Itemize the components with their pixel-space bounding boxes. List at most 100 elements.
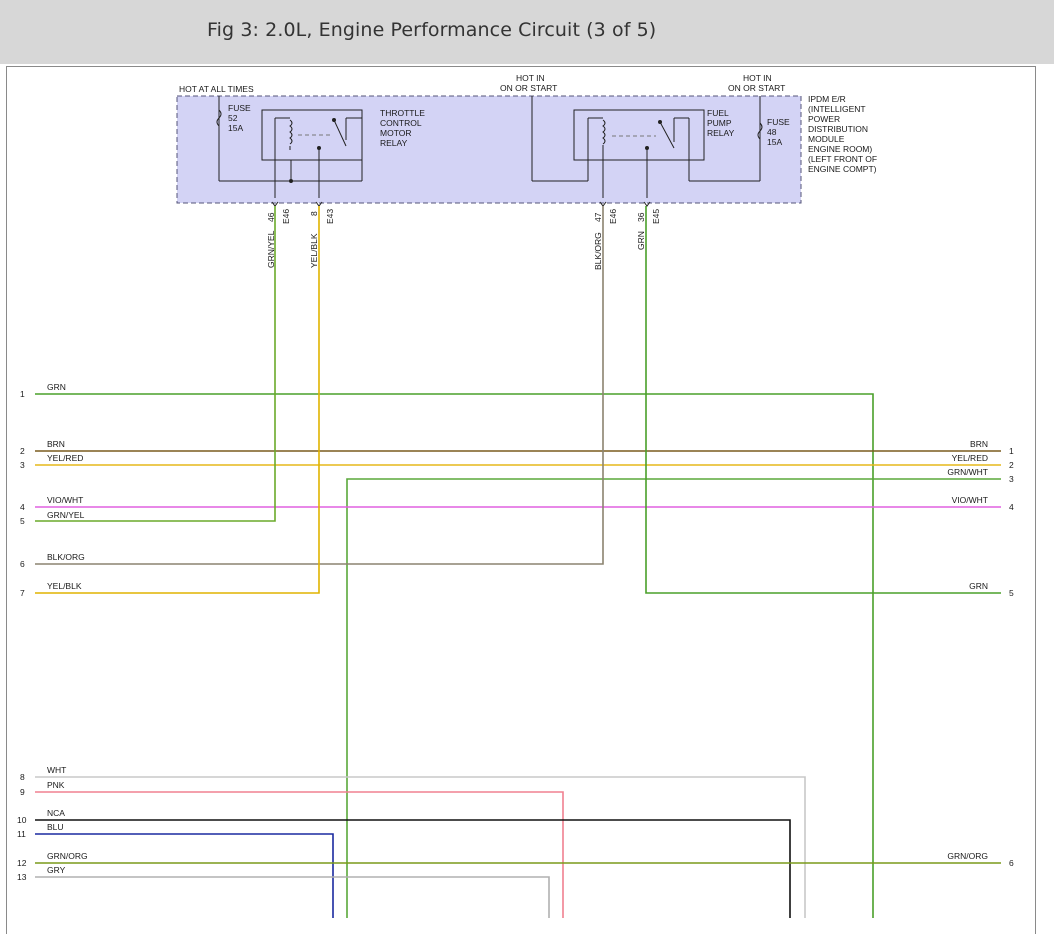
fuse-52-label: FUSE 52 15A [228, 103, 251, 133]
svg-text:GRN/ORG: GRN/ORG [947, 851, 988, 861]
svg-text:GRY: GRY [47, 865, 66, 875]
pin-label-grn: 36 E45 GRN [636, 209, 661, 250]
pin-label-yel-blk: 8 E43 YEL/BLK [309, 209, 335, 268]
svg-text:12: 12 [17, 858, 27, 868]
right-wire-labels: BRN YEL/RED GRN/WHT VIO/WHT GRN GRN/ORG [947, 439, 988, 861]
svg-text:GRN/ORG: GRN/ORG [47, 851, 88, 861]
svg-text:YEL/BLK: YEL/BLK [47, 581, 82, 591]
svg-text:4: 4 [20, 502, 25, 512]
svg-text:THROTTLE: THROTTLE [380, 108, 425, 118]
fuse-48-label: FUSE 48 15A [767, 117, 790, 147]
wire-pnk-9 [35, 791, 564, 918]
svg-text:RELAY: RELAY [707, 128, 735, 138]
wire-grn-wht-r3 [346, 478, 1001, 918]
svg-text:BLU: BLU [47, 822, 64, 832]
svg-text:POWER: POWER [808, 114, 840, 124]
on-or-start-label-2: ON OR START [728, 83, 785, 93]
svg-text:FUSE: FUSE [767, 117, 790, 127]
diagram-frame [6, 66, 1036, 934]
throttle-relay-symbol [274, 117, 362, 198]
svg-text:MOTOR: MOTOR [380, 128, 411, 138]
svg-text:ENGINE COMPT): ENGINE COMPT) [808, 164, 877, 174]
ipdm-module-label: IPDM E/R (INTELLIGENT POWER DISTRIBUTION… [808, 94, 877, 174]
svg-text:46: 46 [266, 212, 276, 222]
svg-text:BRN: BRN [47, 439, 65, 449]
svg-text:5: 5 [20, 516, 25, 526]
wire-yel-blk-7 [35, 206, 320, 594]
svg-text:3: 3 [1009, 474, 1014, 484]
figure-title: Fig 3: 2.0L, Engine Performance Circuit … [207, 19, 657, 41]
svg-text:2: 2 [1009, 460, 1014, 470]
svg-text:15A: 15A [228, 123, 243, 133]
svg-text:YEL/RED: YEL/RED [952, 453, 988, 463]
fuel-pump-relay-symbol [587, 117, 690, 198]
svg-text:ENGINE ROOM): ENGINE ROOM) [808, 144, 872, 154]
svg-text:E43: E43 [325, 209, 335, 224]
svg-text:CONTROL: CONTROL [380, 118, 422, 128]
hot-in-label-2: HOT IN [743, 73, 772, 83]
wire-blk-org-6 [35, 206, 604, 565]
svg-text:BLK/ORG: BLK/ORG [593, 232, 603, 270]
right-pin-numbers: 1 2 3 4 5 6 [1009, 446, 1014, 868]
svg-text:47: 47 [593, 212, 603, 222]
svg-text:1: 1 [1009, 446, 1014, 456]
svg-text:DISTRIBUTION: DISTRIBUTION [808, 124, 868, 134]
svg-text:6: 6 [1009, 858, 1014, 868]
svg-text:VIO/WHT: VIO/WHT [952, 495, 988, 505]
svg-text:36: 36 [636, 212, 646, 222]
hot-in-label-1: HOT IN [516, 73, 545, 83]
svg-text:GRN/YEL: GRN/YEL [266, 230, 276, 268]
svg-text:2: 2 [20, 446, 25, 456]
wire-grn-r5 [645, 206, 1001, 594]
wire-blu-11 [35, 833, 334, 918]
svg-text:BRN: BRN [970, 439, 988, 449]
svg-text:YEL/RED: YEL/RED [47, 453, 83, 463]
svg-text:7: 7 [20, 588, 25, 598]
svg-text:IPDM E/R: IPDM E/R [808, 94, 846, 104]
throttle-relay-label: THROTTLE CONTROL MOTOR RELAY [380, 108, 425, 148]
svg-text:E46: E46 [608, 209, 618, 224]
svg-text:1: 1 [20, 389, 25, 399]
svg-text:8: 8 [20, 772, 25, 782]
svg-text:BLK/ORG: BLK/ORG [47, 552, 85, 562]
svg-text:MODULE: MODULE [808, 134, 845, 144]
svg-text:10: 10 [17, 815, 27, 825]
svg-text:13: 13 [17, 872, 27, 882]
svg-text:PNK: PNK [47, 780, 65, 790]
svg-text:48: 48 [767, 127, 777, 137]
on-or-start-label-1: ON OR START [500, 83, 557, 93]
svg-text:GRN: GRN [969, 581, 988, 591]
wire-wht-8 [35, 776, 806, 918]
svg-text:3: 3 [20, 460, 25, 470]
svg-text:VIO/WHT: VIO/WHT [47, 495, 83, 505]
svg-text:6: 6 [20, 559, 25, 569]
svg-text:(LEFT FRONT OF: (LEFT FRONT OF [808, 154, 877, 164]
svg-text:E45: E45 [651, 209, 661, 224]
svg-text:GRN: GRN [636, 231, 646, 250]
pin-label-blk-org: 47 E46 BLK/ORG [593, 209, 618, 270]
svg-text:GRN: GRN [47, 382, 66, 392]
svg-text:RELAY: RELAY [380, 138, 408, 148]
svg-text:FUSE: FUSE [228, 103, 251, 113]
wire-grn-1 [35, 393, 874, 918]
fuel-pump-relay-label: FUEL PUMP RELAY [707, 108, 735, 138]
svg-text:FUEL: FUEL [707, 108, 729, 118]
svg-text:NCA: NCA [47, 808, 65, 818]
svg-text:15A: 15A [767, 137, 782, 147]
svg-text:WHT: WHT [47, 765, 66, 775]
svg-text:(INTELLIGENT: (INTELLIGENT [808, 104, 866, 114]
svg-text:4: 4 [1009, 502, 1014, 512]
fuse-48-icon [757, 122, 763, 140]
svg-text:E46: E46 [281, 209, 291, 224]
wire-grn-yel-5 [35, 206, 276, 522]
svg-text:GRN/YEL: GRN/YEL [47, 510, 85, 520]
svg-text:9: 9 [20, 787, 25, 797]
svg-text:YEL/BLK: YEL/BLK [309, 233, 319, 268]
wire-nca-10 [35, 819, 791, 918]
svg-text:5: 5 [1009, 588, 1014, 598]
svg-text:PUMP: PUMP [707, 118, 732, 128]
left-wire-labels: GRN BRN YEL/RED VIO/WHT GRN/YEL BLK/ORG … [47, 382, 88, 875]
wire-gry-13 [35, 876, 550, 918]
svg-text:8: 8 [309, 211, 319, 216]
